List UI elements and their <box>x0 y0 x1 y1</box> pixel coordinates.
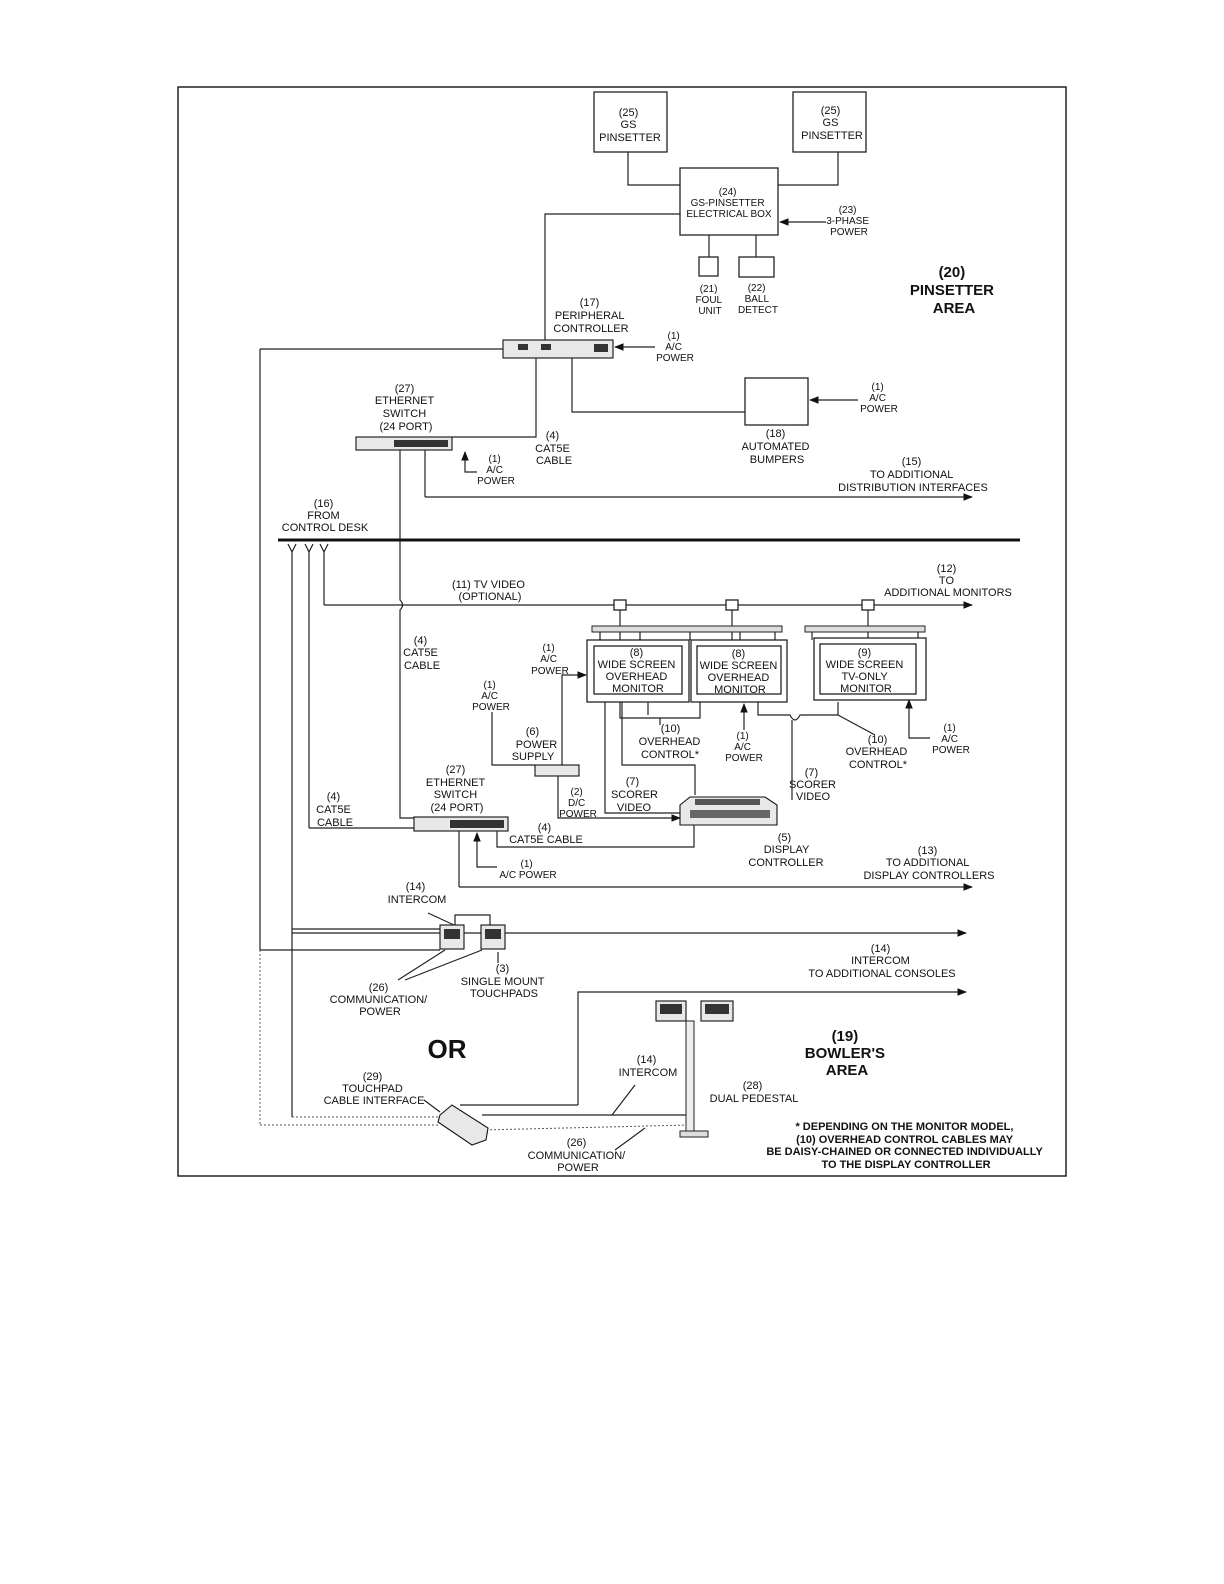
label-display-controller: (5) DISPLAY CONTROLLER <box>748 832 823 869</box>
overhead-monitor-1 <box>593 645 683 695</box>
label-ethernet-switch-top: (27) ETHERNET SWITCH (24 PORT) <box>375 383 437 433</box>
pedestal-column <box>685 1020 695 1132</box>
label-ac-power-switch-top: (1) A/C POWER <box>477 454 515 487</box>
label-intercom-bottom: (14) INTERCOM <box>619 1054 678 1079</box>
label-tv-video: (11) TV VIDEO (OPTIONAL) <box>452 579 528 603</box>
label-additional-display-controllers: (13) TO ADDITIONAL DISPLAY CONTROLLERS <box>863 845 994 882</box>
electrical-box <box>679 167 779 236</box>
label-additional-monitors: (12) TO ADDITIONAL MONITORS <box>884 563 1012 599</box>
label-ethernet-switch-bottom: (27) ETHERNET SWITCH (24 PORT) <box>426 764 488 814</box>
peripheral-controller-port <box>518 344 528 350</box>
pinsetter-left-box <box>593 91 668 153</box>
touchpad-cable-interface <box>437 1104 489 1146</box>
footnote: * DEPENDING ON THE MONITOR MODEL, (10) O… <box>766 1121 1045 1171</box>
label-single-mount-touchpads: (3) SINGLE MOUNT TOUCHPADS <box>461 963 548 1000</box>
label-intercom-top: (14) INTERCOM <box>388 881 447 906</box>
peripheral-controller-port <box>594 344 608 352</box>
label-electrical-box: (24) GS-PINSETTER ELECTRICAL BOX <box>686 187 772 220</box>
label-ac-power-switch-bottom: (1) A/C POWER <box>499 859 556 881</box>
label-comm-power-top: (26) COMMUNICATION/ POWER <box>330 982 431 1018</box>
label-cat5e-left: (4) CAT5E CABLE <box>316 791 354 829</box>
label-monitor-1: (8) WIDE SCREEN OVERHEAD MONITOR <box>598 647 679 695</box>
pedestal-touchpad-left-screen <box>660 1004 682 1014</box>
label-dc-power: (2) D/C POWER <box>559 787 597 820</box>
label-pinsetter-area: (20) PINSETTER AREA <box>910 264 998 317</box>
monitor-mount-rail-1 <box>591 625 783 640</box>
label-or: OR <box>428 1034 467 1064</box>
label-monitor-3: (9) WIDE SCREEN TV-ONLY MONITOR <box>826 647 907 695</box>
label-cat5e-bottom: (4) CAT5E CABLE <box>509 822 583 846</box>
label-ac-power-monitor-c: (1) A/C POWER <box>932 723 970 756</box>
label-overhead-control-1: (10) OVERHEAD CONTROL* <box>639 723 704 761</box>
peripheral-controller-port <box>541 344 551 350</box>
pedestal-touchpad-right-screen <box>705 1004 729 1014</box>
label-comm-power-bottom: (26) COMMUNICATION/ POWER <box>528 1137 629 1174</box>
label-cat5e-mid: (4) CAT5E CABLE <box>403 635 441 672</box>
overhead-monitor-2 <box>696 645 782 695</box>
label-pinsetter-left: (25) GS PINSETTER <box>599 107 661 144</box>
foul-unit-box <box>698 256 719 277</box>
pinsetter-right-box <box>792 91 867 153</box>
label-peripheral-controller: (17) PERIPHERAL CONTROLLER <box>553 297 628 335</box>
tv-only-monitor <box>819 643 917 695</box>
automated-bumpers-box <box>744 377 809 426</box>
label-ball-detect: (22) BALL DETECT <box>738 283 778 316</box>
ethernet-switch-bottom-ports <box>450 820 504 828</box>
label-foul-unit: (21) FOUL UNIT <box>695 284 724 317</box>
label-additional-distribution: (15) TO ADDITIONAL DISTRIBUTION INTERFAC… <box>838 456 988 494</box>
label-dual-pedestal: (28) DUAL PEDESTAL <box>710 1080 799 1105</box>
display-controller-vents <box>695 799 760 805</box>
label-power-supply: (6) POWER SUPPLY <box>512 726 561 763</box>
diagram-frame <box>177 86 1067 1177</box>
single-mount-touchpad-2-screen <box>485 929 501 939</box>
label-scorer-video-1: (7) SCORER VIDEO <box>611 776 661 814</box>
label-pinsetter-right: (25) GS PINSETTER <box>801 105 863 142</box>
label-bowlers-area: (19) BOWLER'S AREA <box>805 1028 889 1079</box>
label-scorer-video-2: (7) SCORER VIDEO <box>789 767 839 803</box>
label-cat5e-top: (4) CAT5E CABLE <box>535 430 573 467</box>
tv-tap-2 <box>725 599 739 611</box>
label-touchpad-cable-interface: (29) TOUCHPAD CABLE INTERFACE <box>324 1071 425 1107</box>
label-ac-power-monitor-a: (1) A/C POWER <box>531 643 569 677</box>
label-ac-power-bumpers: (1) A/C POWER <box>860 382 898 415</box>
tv-tap-3 <box>861 599 875 611</box>
display-controller-ports <box>690 810 770 818</box>
label-ac-power-periph: (1) A/C POWER <box>656 331 694 364</box>
ball-detect-box <box>738 256 775 278</box>
label-overhead-control-2: (10) OVERHEAD CONTROL* <box>846 734 911 771</box>
label-monitor-2: (8) WIDE SCREEN OVERHEAD MONITOR <box>700 648 781 696</box>
label-from-control-desk: (16) FROM CONTROL DESK <box>282 498 369 534</box>
label-three-phase: (23) 3-PHASE POWER <box>826 205 872 238</box>
tv-tap-1 <box>613 599 627 611</box>
pedestal-base <box>679 1130 709 1138</box>
label-automated-bumpers: (18) AUTOMATED BUMPERS <box>741 428 812 466</box>
label-intercom-consoles: (14) INTERCOM TO ADDITIONAL CONSOLES <box>808 943 955 980</box>
ethernet-switch-top-ports <box>394 440 448 447</box>
label-ac-power-psu: (1) A/C POWER <box>472 680 510 713</box>
label-ac-power-monitor-b: (1) A/C POWER <box>725 731 763 764</box>
single-mount-touchpad-1-screen <box>444 929 460 939</box>
power-supply <box>534 764 580 777</box>
